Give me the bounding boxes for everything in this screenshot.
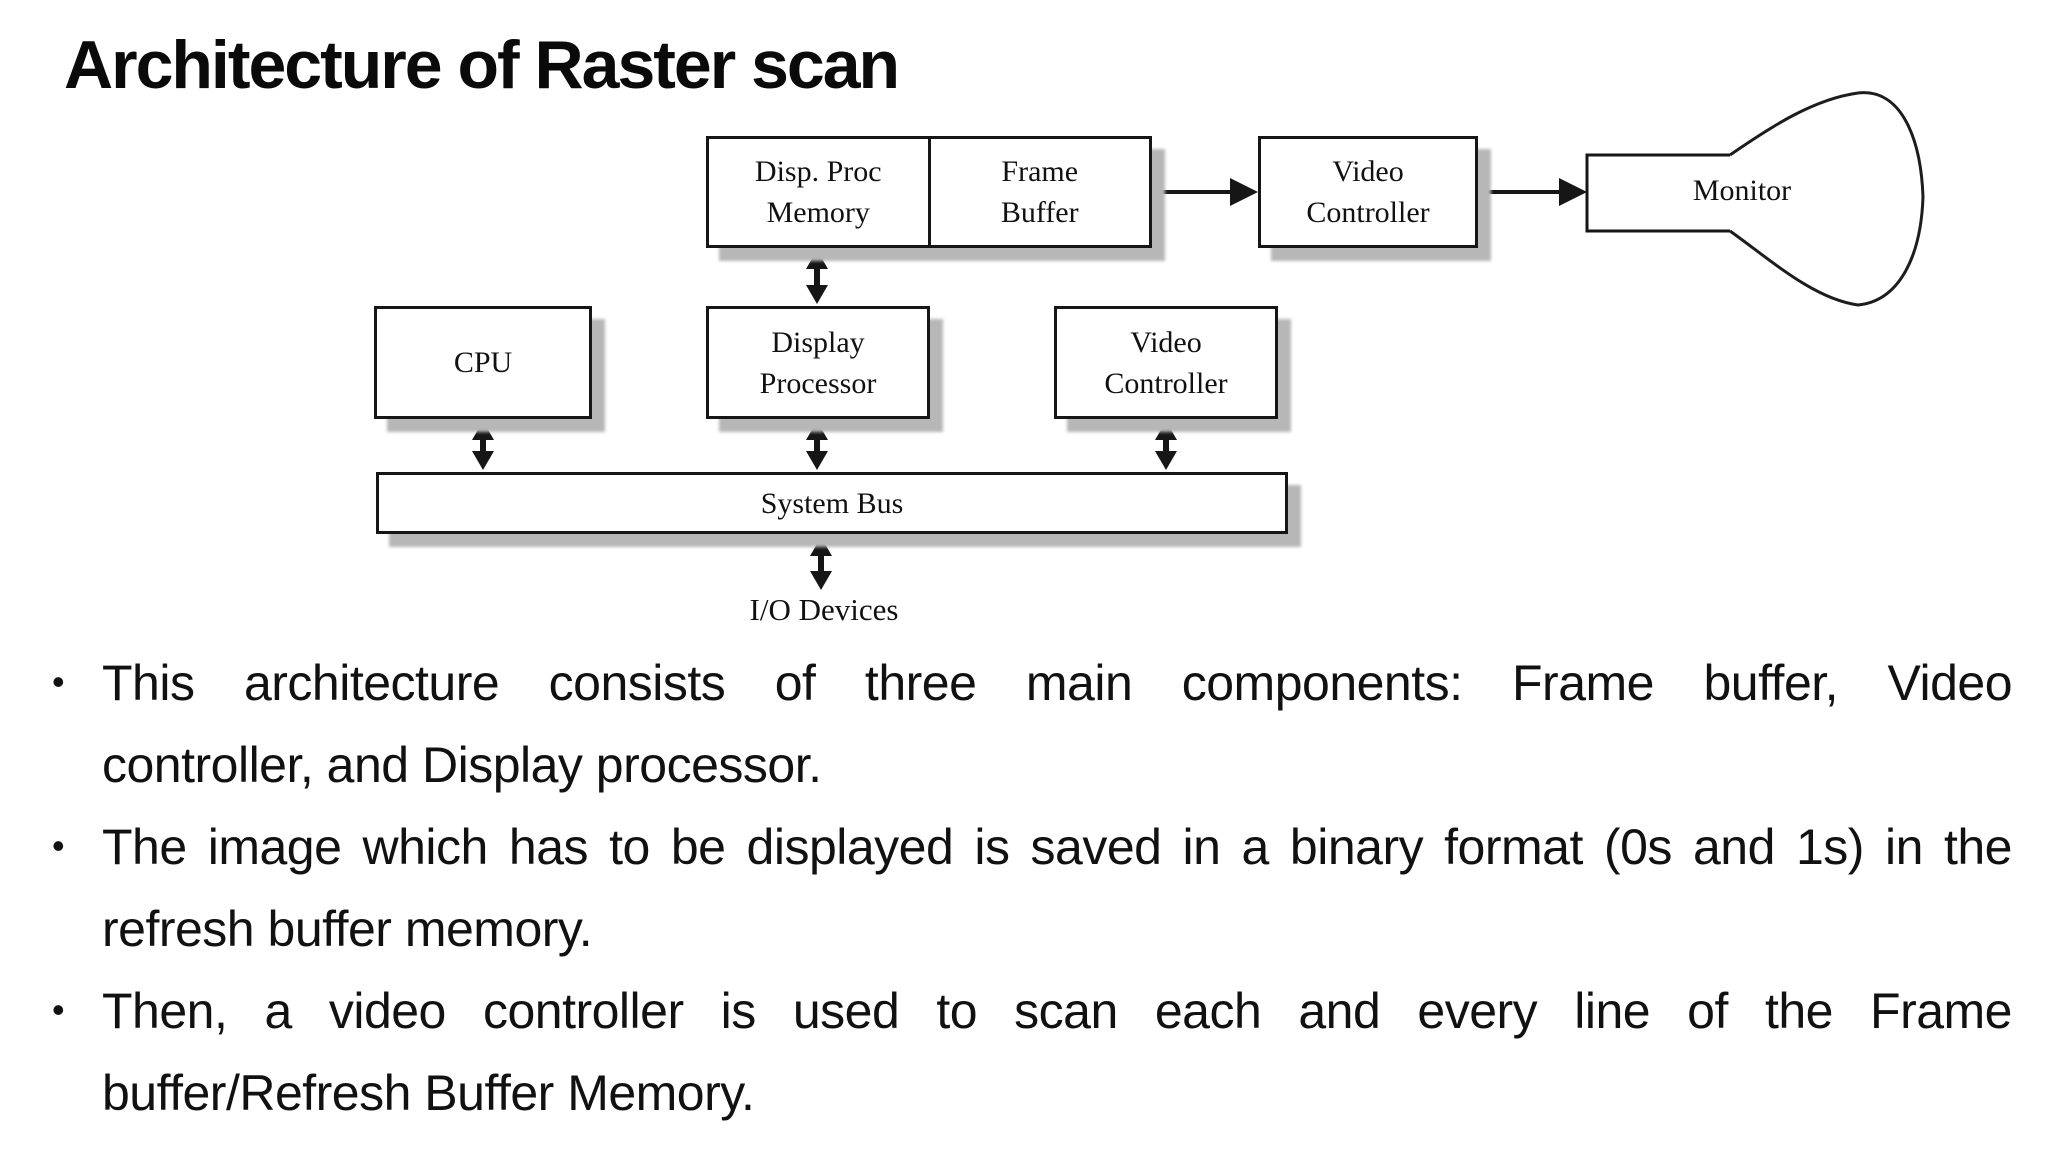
bullet-line: Then, a video controller is used to scan… — [102, 983, 2013, 1039]
bullet-line: This architecture consists of three main… — [102, 655, 2013, 711]
system-bus-box: System Bus — [376, 472, 1288, 534]
memory-frame-buffer-box: Disp. Proc Memory Frame Buffer — [706, 136, 1152, 248]
double-arrow-display-processor-system-bus — [806, 421, 828, 470]
bullet-line: buffer/Refresh Buffer Memory. — [102, 1065, 755, 1121]
bullet-marker: • — [52, 989, 65, 1030]
double-arrow-video-controller-system-bus — [1155, 421, 1177, 470]
disp-proc-memory-label: Disp. Proc Memory — [754, 155, 882, 229]
bullet-item: • The image which has to be displayed is… — [50, 806, 2013, 970]
page-title: Architecture of Raster scan — [64, 27, 900, 103]
bullet-marker: • — [52, 825, 65, 866]
bullet-line: controller, and Display processor. — [102, 737, 822, 793]
bullet-item: • Then, a video controller is used to sc… — [50, 970, 2013, 1134]
double-arrow-system-bus-io-devices — [810, 537, 832, 590]
arrow-frame-buffer-to-video-controller — [1152, 178, 1258, 206]
display-processor-label: Display Processor — [759, 325, 877, 400]
cpu-label: CPU — [453, 346, 513, 379]
system-bus-label: System Bus — [760, 486, 904, 520]
monitor-label: Monitor — [1692, 174, 1792, 207]
frame-buffer-cell: Frame Buffer — [927, 139, 1150, 245]
video-controller-mid-label: Video Controller — [1104, 325, 1228, 400]
frame-buffer-label: Frame Buffer — [1000, 155, 1079, 229]
disp-proc-memory-cell: Disp. Proc Memory — [709, 139, 928, 245]
display-processor-box: Display Processor — [706, 306, 930, 419]
bullet-line: The image which has to be displayed is s… — [102, 819, 2013, 875]
bullet-line: refresh buffer memory. — [102, 901, 593, 957]
bullet-list: • This architecture consists of three ma… — [50, 642, 2013, 1134]
video-controller-top-label: Video Controller — [1306, 155, 1430, 229]
bullet-item: • This architecture consists of three ma… — [50, 642, 2013, 806]
double-arrow-memory-display-processor — [806, 250, 828, 304]
video-controller-mid-box: Video Controller — [1054, 306, 1278, 419]
io-devices-label: I/O Devices — [749, 592, 899, 627]
video-controller-top-box: Video Controller — [1258, 136, 1478, 248]
double-arrow-cpu-system-bus — [472, 421, 494, 470]
cpu-box: CPU — [374, 306, 592, 419]
arrow-video-controller-to-monitor — [1478, 178, 1587, 206]
bullet-marker: • — [52, 661, 65, 702]
